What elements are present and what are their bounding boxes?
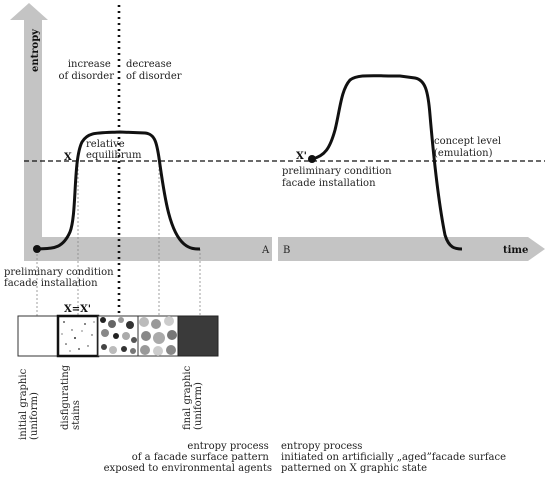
swatch-final [177, 315, 219, 357]
swatch-initial [17, 315, 59, 357]
x-axis-label: time [503, 245, 528, 256]
entropy-axis-arrow [10, 3, 48, 245]
relative-equilibrium-label: relative equilibrum [86, 139, 142, 161]
x-equals-xprime-label: X=X' [64, 304, 91, 315]
disfigurating-stains-label: disfigurating stains [60, 362, 82, 430]
x-marker-label: X [64, 152, 72, 163]
final-graphic-label: final graphic (uniform) [182, 363, 204, 430]
concept-level-label: concept level (emulation) [434, 136, 504, 159]
grey-spots [139, 316, 177, 356]
left-start-point [33, 245, 41, 253]
right-entropy-curve [311, 74, 463, 251]
stain-dots [61, 321, 95, 352]
axis-end-a: A [261, 245, 270, 256]
right-start-point [308, 155, 316, 163]
left-preliminary-label: preliminary condition facade installatio… [4, 267, 117, 289]
increase-disorder-label: increase of disorder [58, 59, 114, 82]
initial-graphic-label: initial graphic (uniform) [18, 366, 40, 440]
swatch-stains [56, 314, 100, 358]
decrease-disorder-label: decrease of disorder [126, 59, 182, 82]
xprime-marker-label: X' [296, 151, 307, 162]
axis-start-b: B [283, 245, 290, 256]
bottom-left-caption: entropy process of a facade surface patt… [104, 441, 272, 474]
right-preliminary-label: preliminary condition facade installatio… [282, 166, 395, 189]
y-axis-label: entropy [30, 28, 41, 72]
left-entropy-curve [36, 130, 201, 251]
pattern-swatches [17, 314, 219, 358]
time-axis-band-left [24, 237, 272, 261]
bottom-right-caption: entropy process initiated on artificiall… [281, 441, 509, 474]
time-axis-arrow-right [278, 237, 545, 261]
drop-lines [36, 161, 201, 316]
dense-spots [100, 317, 137, 354]
